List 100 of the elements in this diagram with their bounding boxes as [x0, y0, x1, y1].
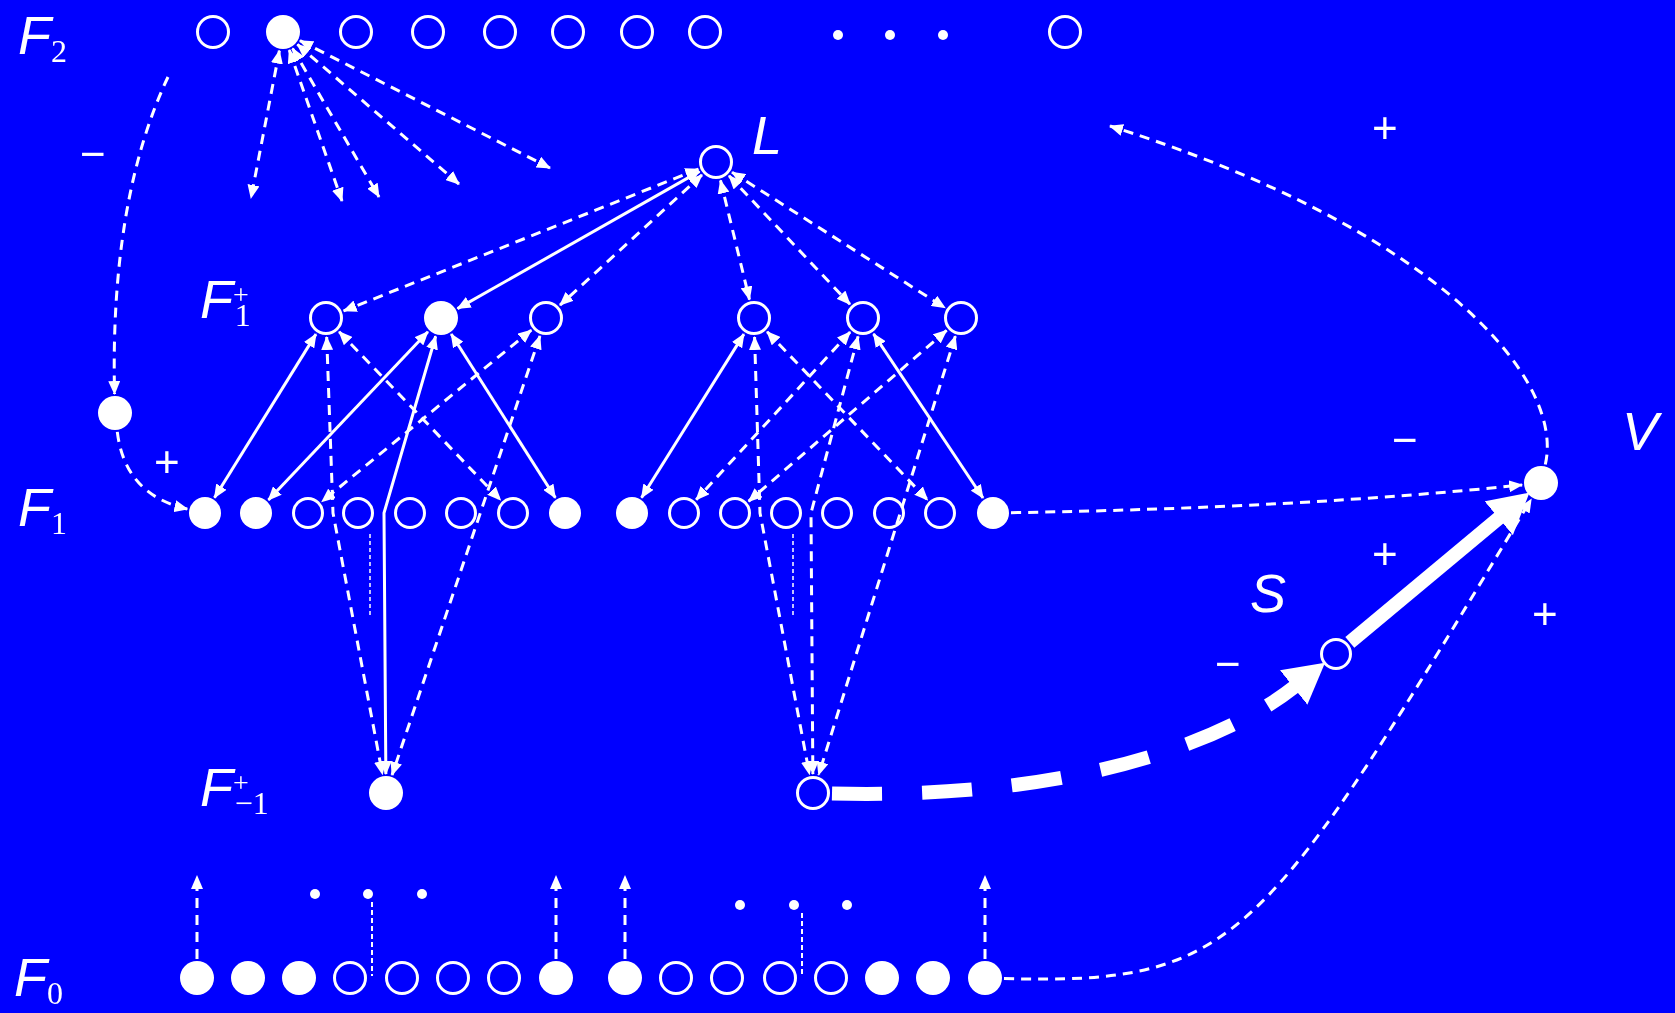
open-node — [411, 15, 445, 49]
filled-node — [608, 961, 642, 995]
sign-label: − — [1215, 642, 1241, 686]
arrow — [191, 875, 203, 959]
open-node — [292, 497, 324, 529]
double-arrow — [717, 179, 753, 301]
double-arrow — [640, 333, 746, 499]
filled-node — [549, 497, 581, 529]
double-arrow — [321, 336, 386, 776]
open-node — [342, 497, 374, 529]
arrow — [115, 431, 189, 512]
filled-node — [865, 961, 899, 995]
filled-node — [98, 396, 132, 430]
double-arrow — [695, 331, 852, 501]
filled-node — [369, 776, 403, 810]
open-node — [483, 15, 517, 49]
double-arrow — [342, 167, 700, 313]
open-node — [737, 301, 771, 335]
node-label: S — [1250, 566, 1287, 620]
double-arrow — [287, 49, 344, 202]
open-node — [719, 497, 751, 529]
open-node — [688, 15, 722, 49]
layer-label: F$_{1}$ — [18, 480, 67, 534]
double-arrow — [213, 333, 318, 499]
double-arrow — [872, 332, 985, 499]
open-node — [846, 301, 880, 335]
filled-node — [616, 497, 648, 529]
double-arrow — [559, 173, 703, 307]
arrow — [550, 875, 562, 959]
filled-node — [977, 497, 1009, 529]
arrow — [1010, 480, 1524, 515]
sign-label: + — [1372, 106, 1398, 150]
open-node — [436, 961, 470, 995]
open-node — [763, 961, 797, 995]
open-node — [814, 961, 848, 995]
double-arrow — [727, 174, 852, 306]
open-node — [445, 497, 477, 529]
open-node — [1048, 15, 1082, 49]
filled-node — [916, 961, 950, 995]
double-arrow — [379, 335, 438, 775]
arrow — [1003, 498, 1533, 981]
double-arrow — [816, 335, 958, 776]
open-node — [487, 961, 521, 995]
filled-node — [424, 301, 458, 335]
double-arrow — [766, 330, 929, 501]
double-arrow — [390, 335, 542, 776]
open-node — [796, 776, 830, 810]
layer-label: F$_{2}$ — [18, 8, 67, 62]
filled-node — [180, 961, 214, 995]
filled-node — [282, 961, 316, 995]
sign-label: + — [1532, 592, 1558, 636]
sign-label: + — [154, 440, 180, 484]
open-node — [333, 961, 367, 995]
arrow — [831, 663, 1326, 801]
filled-node — [189, 497, 221, 529]
arrow — [1345, 492, 1530, 648]
double-arrow — [267, 330, 429, 501]
double-arrow — [456, 170, 701, 310]
open-node — [620, 15, 654, 49]
filled-node — [968, 961, 1002, 995]
open-node — [924, 497, 956, 529]
open-node — [873, 497, 905, 529]
double-arrow — [338, 330, 502, 502]
double-arrow — [731, 170, 946, 310]
open-node — [699, 145, 733, 179]
sign-label: − — [80, 132, 106, 176]
double-arrow — [806, 335, 861, 775]
open-node — [1320, 638, 1352, 670]
double-arrow — [449, 333, 557, 499]
open-node — [944, 301, 978, 335]
filled-node — [240, 497, 272, 529]
double-arrow — [299, 39, 551, 170]
arrow — [619, 875, 631, 959]
arrow — [979, 875, 991, 959]
sign-label: + — [1372, 532, 1398, 576]
open-node — [821, 497, 853, 529]
open-node — [385, 961, 419, 995]
layer-label: F$_{0}$ — [14, 950, 63, 1004]
arrow — [108, 76, 170, 395]
open-node — [551, 15, 585, 49]
double-arrow — [291, 47, 381, 198]
double-arrow — [296, 43, 460, 186]
open-node — [710, 961, 744, 995]
open-node — [659, 961, 693, 995]
double-arrow — [747, 329, 948, 503]
arrow — [1109, 124, 1549, 465]
double-arrow — [320, 328, 533, 503]
open-node — [309, 301, 343, 335]
filled-node — [231, 961, 265, 995]
double-arrow — [749, 336, 813, 776]
double-arrow — [247, 49, 283, 199]
filled-node — [539, 961, 573, 995]
filled-node — [1524, 466, 1558, 500]
open-node — [339, 15, 373, 49]
node-label: L — [752, 108, 783, 162]
open-node — [196, 15, 230, 49]
open-node — [394, 497, 426, 529]
open-node — [770, 497, 802, 529]
sign-label: − — [1392, 418, 1418, 462]
open-node — [668, 497, 700, 529]
